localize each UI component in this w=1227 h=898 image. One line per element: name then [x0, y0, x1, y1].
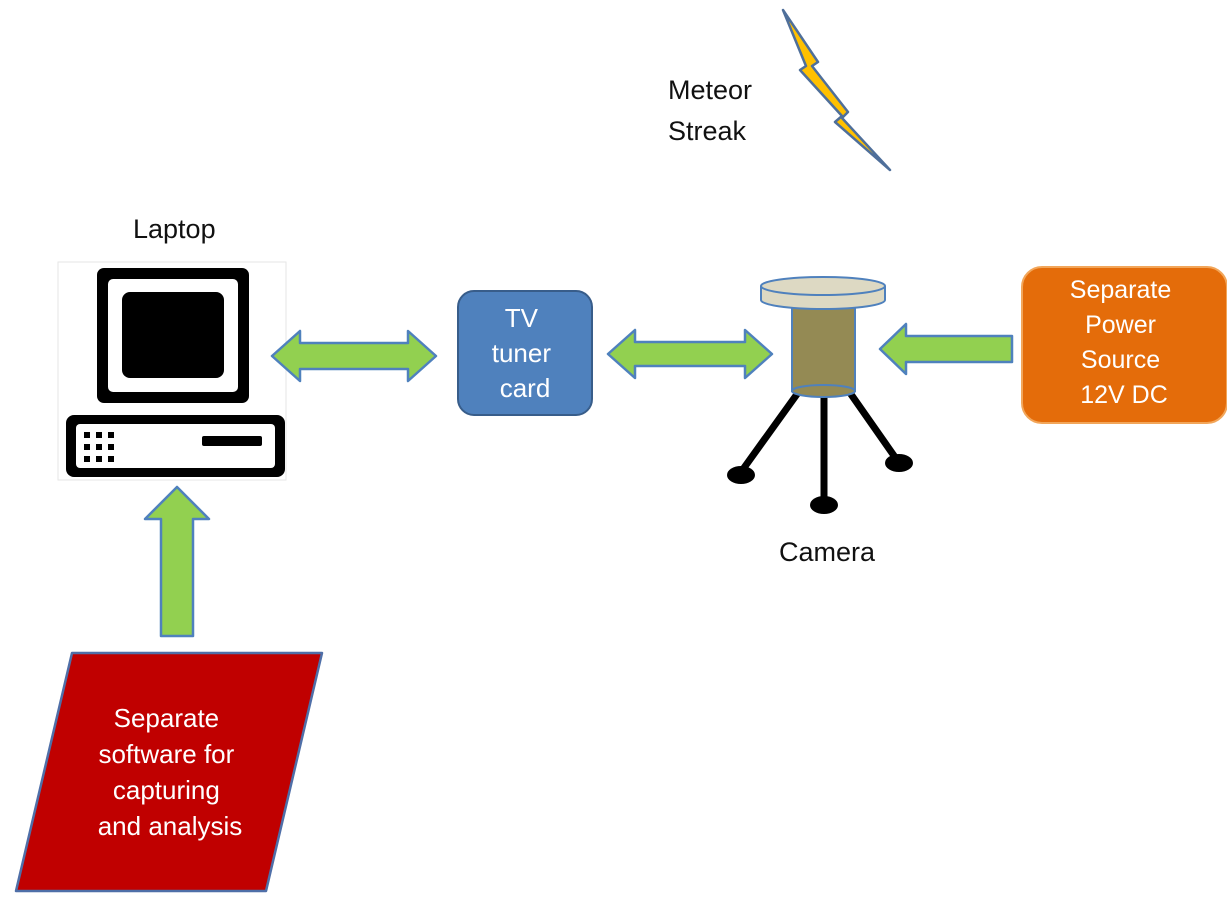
software-line-3: capturing — [113, 775, 220, 805]
svg-text:Separate software for: Separate software for capturing and anal… — [98, 703, 243, 841]
computer-icon — [57, 261, 287, 481]
svg-text:TV tuner card: TV tuner card — [492, 303, 559, 403]
software-line-1: Separate — [114, 703, 220, 733]
power-source-box — [1021, 266, 1227, 424]
software-line-2: software for — [98, 739, 234, 769]
double-arrow-tuner-camera — [606, 328, 774, 380]
meteor-label-line-1: Meteor — [668, 75, 753, 105]
double-arrow-laptop-tuner — [270, 329, 438, 383]
laptop-label: Laptop — [133, 214, 216, 244]
arrow-software-to-laptop — [143, 485, 211, 638]
power-source-line-3: Source — [1081, 346, 1160, 374]
power-source-line-1: Separate — [1070, 276, 1171, 304]
meteor-label-line-2: Streak — [668, 116, 747, 146]
software-line-4: and analysis — [98, 811, 243, 841]
svg-text:Separate Power Sou: Separate Power Source 12V DC — [1070, 276, 1178, 409]
tv-tuner-line-3: card — [500, 373, 551, 403]
tv-tuner-card-box — [457, 290, 593, 416]
tv-tuner-line-2: tuner — [492, 338, 552, 368]
arrow-power-to-camera — [878, 322, 1014, 376]
meteor-streak-icon — [781, 8, 892, 172]
camera-label: Camera — [779, 537, 876, 567]
tv-tuner-line-1: TV — [505, 303, 539, 333]
software-box — [14, 651, 324, 893]
camera-icon — [727, 276, 913, 514]
power-source-line-4: 12V DC — [1080, 381, 1168, 409]
power-source-line-2: Power — [1085, 311, 1156, 339]
